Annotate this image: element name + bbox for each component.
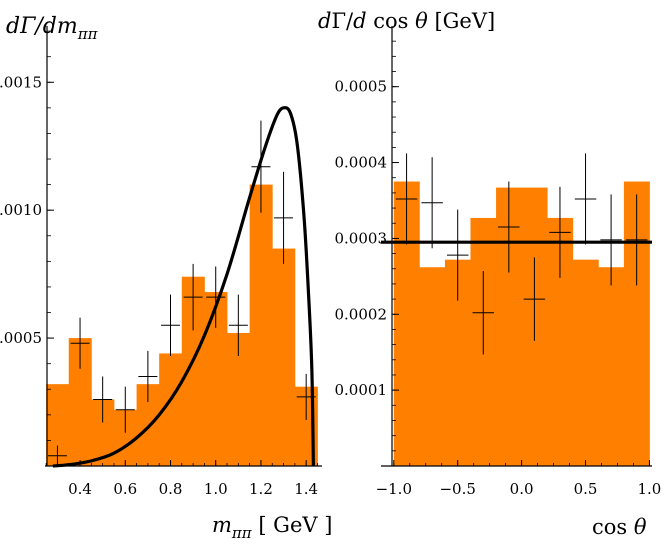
p2-x-tick-label: −1.0: [376, 480, 412, 498]
p1-y-axis-title: dΓ/dmππ: [6, 14, 99, 43]
p1-y-tick-label: 0.0010: [0, 201, 42, 219]
p2-x-tick-label: −0.5: [439, 480, 475, 498]
p2-y-tick-label: 0.0002: [335, 305, 388, 323]
p1-data-point: [93, 376, 113, 423]
p1-data-point: [115, 386, 135, 433]
p2-hist-bar: [572, 259, 599, 466]
p2-y-tick-label: 0.0004: [335, 154, 388, 172]
p2-y-axis-title: dΓ/d cos θ [GeV]: [318, 9, 495, 33]
p1-hist-bar: [113, 409, 137, 466]
p1-histogram: [46, 184, 318, 466]
p2-y-tick-label: 0.0001: [335, 381, 388, 399]
p2-data-point: [625, 194, 648, 286]
p1-data-point: [296, 373, 316, 420]
p1-hist-bar: [204, 292, 228, 466]
p1-data-point: [183, 263, 203, 331]
p1-x-tick-label: 0.8: [159, 480, 183, 498]
p2-data-point: [395, 153, 418, 245]
p1-hist-bar: [181, 276, 205, 466]
p1-data-point: [251, 120, 271, 213]
p1-data-point: [206, 266, 226, 328]
p2-data-point: [549, 186, 571, 278]
p1-hist-bar: [68, 338, 92, 466]
p2-data-point: [574, 153, 597, 245]
p2-hist-bar: [598, 267, 625, 466]
p2-axes: −1.0 −0.5 0.0 0.5 1.0 0.0001 0.0002 0.0003 0.000…: [335, 26, 662, 498]
p2-data-point: [446, 209, 469, 301]
p1-data-points: [47, 120, 316, 466]
p1-x-axis-title: mππ [ GeV ]: [212, 513, 332, 542]
p2-data-point: [498, 181, 520, 273]
p2-data-point: [600, 194, 622, 286]
p1-data-point: [70, 317, 90, 369]
p1-y-tick-label: 0.0005: [0, 329, 42, 347]
p1-x-tick-label: 1.4: [294, 480, 318, 498]
p2-x-tick-label: 0.0: [510, 480, 534, 498]
p2-x-tick-label: 0.5: [574, 480, 598, 498]
p1-hist-bar: [46, 384, 70, 466]
p1-data-point: [274, 171, 294, 264]
p2-data-point: [421, 157, 443, 249]
p1-x-tick-label: 0.4: [68, 480, 92, 498]
p1-axes: 0.4 0.6 0.8 1.0 1.2 1.4 0.0005 0.0010 0.0015: [0, 26, 322, 498]
p1-hist-bar: [272, 248, 296, 466]
p1-data-point: [47, 445, 67, 466]
p1-x-tick-label: 1.2: [249, 480, 273, 498]
p1-y-tick-label: 0.0015: [0, 73, 42, 91]
p1-data-point: [161, 294, 180, 356]
p2-y-tick-label: 0.0003: [335, 229, 388, 247]
p1-theory-curve-group: [52, 106, 316, 468]
p2-x-axis-title: cos θ: [592, 515, 647, 539]
p2-data-point: [472, 271, 495, 355]
p1-data-point: [138, 350, 158, 403]
p2-hist-bar: [419, 267, 446, 466]
p2-y-tick-label: 0.0005: [335, 78, 388, 96]
p1-hist-bar: [227, 332, 251, 466]
p2-data-point: [523, 257, 546, 341]
p1-hist-bar: [249, 184, 273, 466]
p1-x-tick-label: 1.0: [204, 480, 228, 498]
p1-hist-bar: [159, 353, 183, 466]
p1-theory-curve: [52, 106, 316, 468]
left-panel-mpipi: 0.4 0.6 0.8 1.0 1.2 1.4 0.0005 0.0010 0.0015 dΓ/…: [0, 14, 332, 542]
p1-data-point: [228, 294, 248, 356]
right-panel-costheta: −1.0 −0.5 0.0 0.5 1.0 0.0001 0.0002 0.0003 0.000…: [318, 9, 661, 539]
p2-x-tick-label: 1.0: [638, 480, 662, 498]
p1-x-tick-label: 0.6: [113, 480, 137, 498]
p2-data-points: [395, 153, 648, 355]
p1-hist-bar: [91, 399, 115, 466]
